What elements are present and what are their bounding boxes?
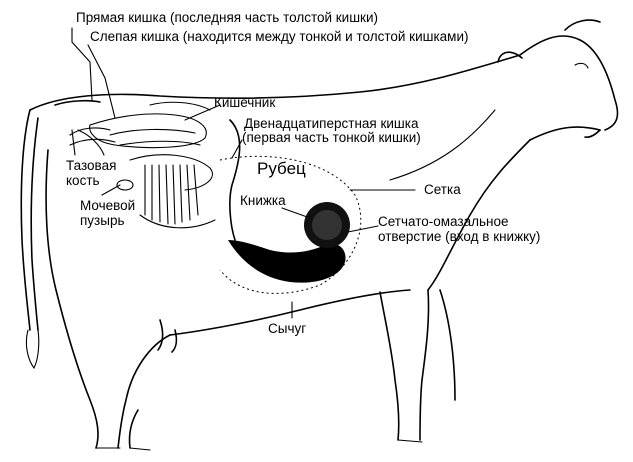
label-rumen: Рубец [257,159,306,178]
label-bladder-line2: пузырь [80,213,125,228]
label-orifice-line2: отверстие (вход в книжку) [378,229,540,244]
label-pelvic-bone-line2: кость [66,173,100,188]
label-orifice-line1: Сетчато-омазальное [378,214,509,229]
leader-lines [72,28,415,318]
label-reticulum: Сетка [424,182,461,197]
label-cecum: Слепая кишка (находится между тонкой и т… [90,29,468,44]
label-intestine: Кишечник [214,95,275,110]
label-duodenum-line2: (первая часть тонкой кишки) [242,130,421,145]
label-abomasum: Сычуг [268,321,306,336]
label-duodenum-line1: Двенадцатиперстная кишка [244,116,418,131]
label-omasum: Книжка [240,193,286,208]
label-pelvic-bone-line1: Тазовая [66,158,116,173]
label-rectum: Прямая кишка (последняя часть толстой ки… [76,10,378,25]
label-bladder-line1: Мочевой [80,198,135,213]
